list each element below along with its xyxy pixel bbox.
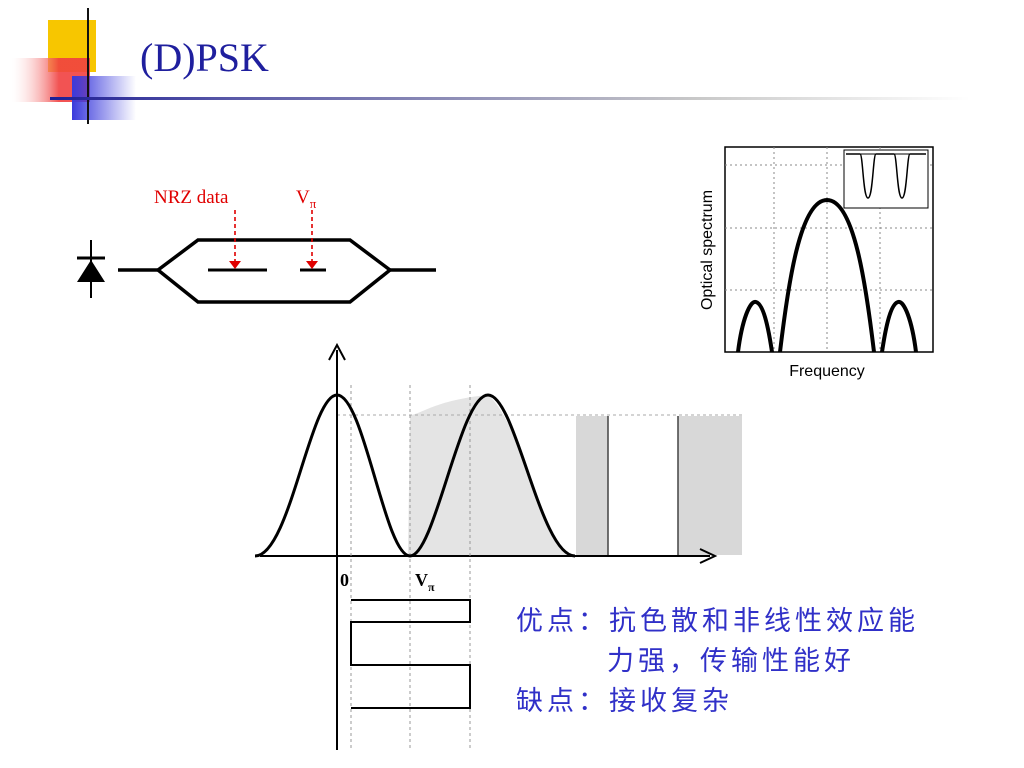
pros-line-2: 力强，传输性能好 (607, 646, 855, 677)
zero-label: 0 (340, 570, 349, 590)
data-drive-arrowhead (229, 261, 241, 269)
spectrum-inset: Optical spectrum Frequency (699, 146, 934, 380)
pros-line-1: 优点：抗色散和非线性效应能 (516, 606, 919, 637)
slide-title: (D)PSK (140, 35, 269, 80)
spectrum-grid (725, 147, 933, 352)
shaded-region (408, 395, 570, 556)
vpi-axis-label: Vπ (415, 570, 435, 594)
transfer-function-plot: 0 Vπ (254, 342, 742, 750)
y-axis-arrowhead (328, 342, 346, 361)
corner-logo (12, 8, 136, 124)
right-sidelobe (880, 300, 918, 353)
nrz-data-label: NRZ data (154, 187, 229, 208)
spectrum-ylabel: Optical spectrum (699, 190, 716, 310)
transfer-curve (254, 393, 576, 558)
bias-drive-arrowhead (306, 261, 318, 269)
title-underline (50, 97, 970, 100)
eye-bars (576, 416, 742, 555)
waveguide-outline (118, 238, 436, 304)
mzm-schematic: NRZ data Vπ (77, 187, 436, 304)
spectrum-xlabel: Frequency (789, 363, 865, 380)
left-sidelobe (736, 300, 774, 353)
filter-subinset (843, 149, 929, 209)
x-axis-arrowhead (699, 548, 718, 564)
vpi-drive-label: Vπ (296, 187, 317, 211)
cons-line-1: 缺点：接收复杂 (516, 686, 733, 717)
drive-waveform (350, 599, 471, 709)
photodiode-icon (77, 240, 105, 298)
vertical-guides (350, 385, 471, 750)
main-lobe (778, 197, 876, 353)
